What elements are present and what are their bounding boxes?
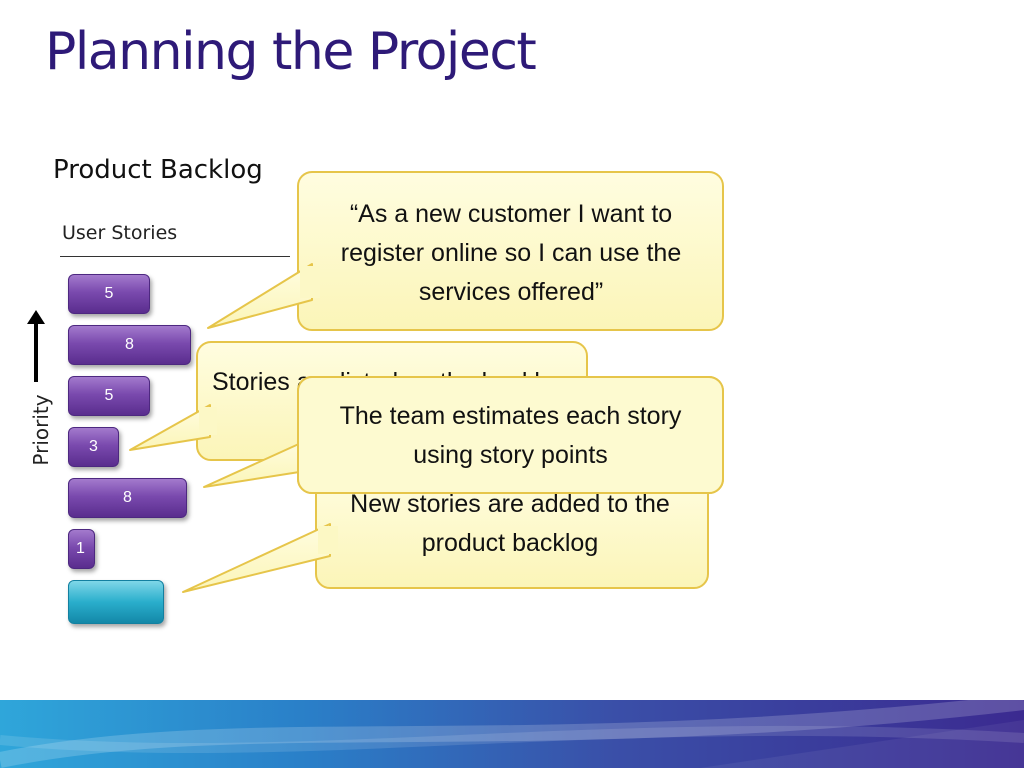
story-points: 8 [123,489,132,506]
story-card: 3 [68,427,119,467]
story-card: 8 [68,325,191,365]
story-card: 5 [68,376,150,416]
priority-arrow-icon [27,310,45,382]
header-divider [60,256,290,257]
story-points: 5 [104,387,114,404]
callout-user-story [207,171,724,331]
story-card: 5 [68,274,150,314]
slide-title: Planning the Project [45,22,537,82]
callout-estimates-text: The team estimates each story using stor… [339,402,682,469]
footer-streaks [0,700,1024,768]
callout-new-stories-text: New stories are added to the product bac… [350,490,670,557]
user-stories-header: User Stories [62,222,178,244]
callout-user-story-text: “As a new customer I want to register on… [340,200,682,306]
story-points: 3 [89,438,98,455]
story-card: 8 [68,478,187,518]
story-points: 1 [76,540,85,557]
new-story-card [68,580,164,624]
footer-band [0,700,1024,768]
story-points: 5 [104,285,114,302]
story-points: 8 [125,336,134,353]
product-backlog-heading: Product Backlog [53,155,263,185]
callout-estimates-overlay [297,376,724,494]
story-card: 1 [68,529,95,569]
